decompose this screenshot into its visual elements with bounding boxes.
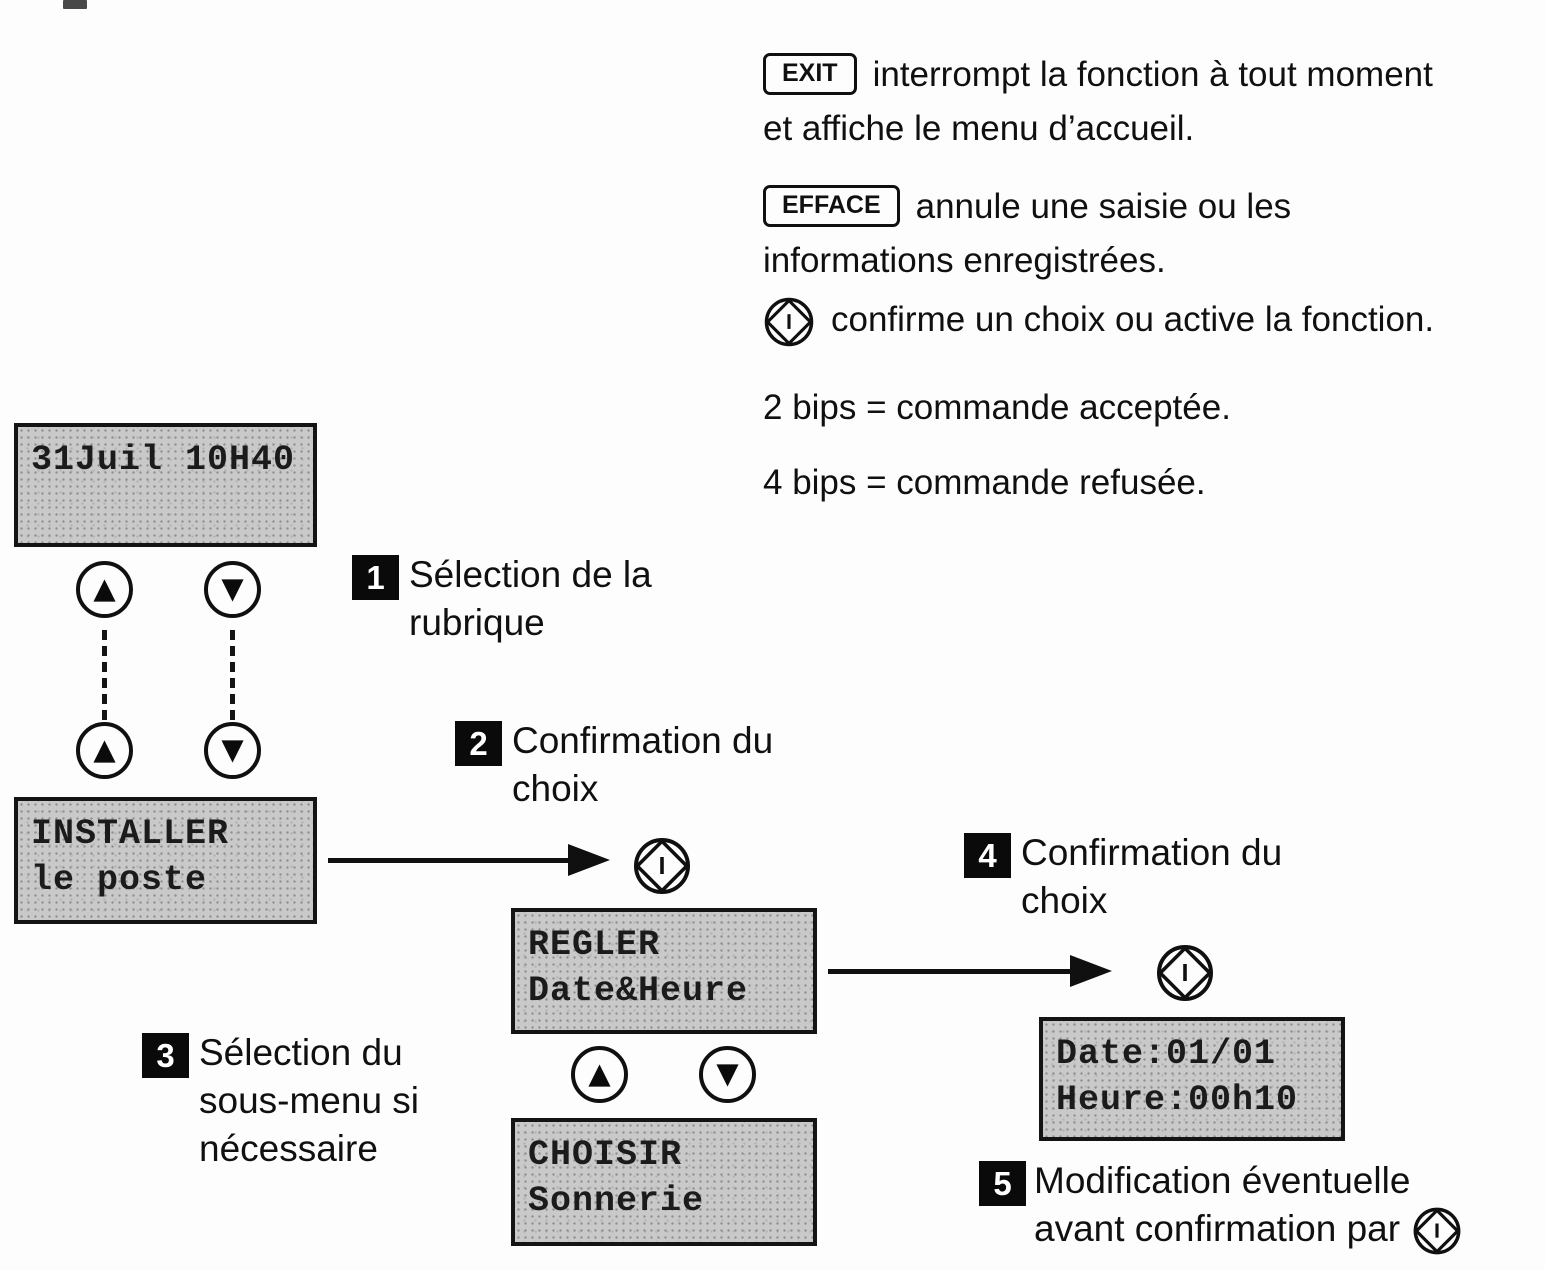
flow-arrow-head — [1070, 955, 1112, 987]
step-3-line1: Sélection du — [199, 1032, 403, 1073]
confirm-key-icon — [632, 836, 692, 896]
lcd-display-submenu2: CHOISIR Sonnerie — [511, 1118, 817, 1246]
lcd-edit-line1: Date:01/01 — [1056, 1034, 1277, 1074]
up-arrow-icon: ▲ — [93, 571, 116, 605]
step-2-line2: choix — [512, 768, 599, 809]
bips-accepted: 2 bips = commande acceptée. — [763, 388, 1231, 427]
down-arrow-icon: ▼ — [221, 571, 244, 605]
confirm-description: confirme un choix ou active la fonction. — [763, 293, 1545, 348]
confirm-key-icon — [1155, 943, 1215, 1003]
down-arrow-icon: ▼ — [221, 732, 244, 766]
step-3-label: Sélection du sous-menu si nécessaire — [199, 1029, 419, 1173]
step-3-badge: 3 — [142, 1033, 189, 1078]
efface-text-line2: informations enregistrées. — [763, 241, 1166, 280]
step-5-label: Modification éventuelle avant confirmati… — [1034, 1157, 1462, 1256]
step-5-line1: Modification éventuelle — [1034, 1160, 1411, 1201]
efface-key: EFFACE — [763, 184, 900, 227]
confirm-text: confirme un choix ou active la fonction. — [831, 300, 1435, 339]
efface-description: EFFACE annule une saisie ou les informati… — [763, 180, 1545, 288]
dashed-connector — [230, 630, 235, 720]
step-3-line2: sous-menu si — [199, 1080, 420, 1121]
up-key: ▲ — [76, 722, 133, 779]
lcd-edit-line2: Heure:00h10 — [1056, 1080, 1299, 1120]
step-1-badge: 1 — [352, 555, 399, 600]
step-5-badge: 5 — [979, 1161, 1026, 1206]
flow-arrow-line — [328, 858, 570, 863]
step-4-line2: choix — [1021, 880, 1108, 921]
step-2-badge: 2 — [455, 721, 502, 766]
exit-text-line2: et affiche le menu d’accueil. — [763, 109, 1195, 148]
flow-arrow-line — [828, 969, 1070, 974]
lcd-home-line1: 31Juil 10H40 — [31, 440, 296, 480]
lcd-menu-line2: le poste — [31, 860, 208, 900]
step-5-line2: avant confirmation par — [1034, 1208, 1401, 1249]
step-2-line1: Confirmation du — [512, 720, 774, 761]
exit-description: EXIT interrompt la fonction à tout moment… — [763, 48, 1545, 156]
lcd-menu-line1: INSTALLER — [31, 814, 230, 854]
down-arrow-icon: ▼ — [716, 1056, 739, 1090]
lcd-submenu1-line2: Date&Heure — [528, 971, 749, 1011]
up-key: ▲ — [76, 561, 133, 618]
exit-text-line1: interrompt la fonction à tout moment — [872, 55, 1433, 94]
lcd-submenu1-line1: REGLER — [528, 925, 661, 965]
up-key: ▲ — [571, 1046, 628, 1103]
up-arrow-icon: ▲ — [588, 1056, 611, 1090]
confirm-key-icon — [1412, 1206, 1462, 1256]
lcd-display-submenu1: REGLER Date&Heure — [511, 908, 817, 1034]
exit-key: EXIT — [763, 52, 857, 95]
confirm-key-icon — [763, 296, 815, 348]
step-1-line2: rubrique — [409, 602, 545, 643]
step-3-line3: nécessaire — [199, 1128, 378, 1169]
efface-text-line1: annule une saisie ou les — [915, 187, 1292, 226]
dashed-connector — [102, 630, 107, 720]
step-1-line1: Sélection de la — [409, 554, 652, 595]
step-2-label: Confirmation du choix — [512, 717, 773, 813]
up-arrow-icon: ▲ — [93, 732, 116, 766]
step-1-label: Sélection de la rubrique — [409, 551, 652, 647]
down-key: ▼ — [204, 722, 261, 779]
lcd-submenu2-line2: Sonnerie — [528, 1181, 705, 1221]
flow-arrow-head — [568, 844, 610, 876]
lcd-display-menu: INSTALLER le poste — [14, 797, 317, 924]
bips-refused: 4 bips = commande refusée. — [763, 463, 1206, 502]
scan-artifact — [63, 0, 87, 9]
down-key: ▼ — [699, 1046, 756, 1103]
lcd-display-home: 31Juil 10H40 — [14, 423, 317, 547]
down-key: ▼ — [204, 561, 261, 618]
lcd-submenu2-line1: CHOISIR — [528, 1135, 683, 1175]
step-4-label: Confirmation du choix — [1021, 829, 1282, 925]
step-4-line1: Confirmation du — [1021, 832, 1283, 873]
step-4-badge: 4 — [964, 833, 1011, 878]
